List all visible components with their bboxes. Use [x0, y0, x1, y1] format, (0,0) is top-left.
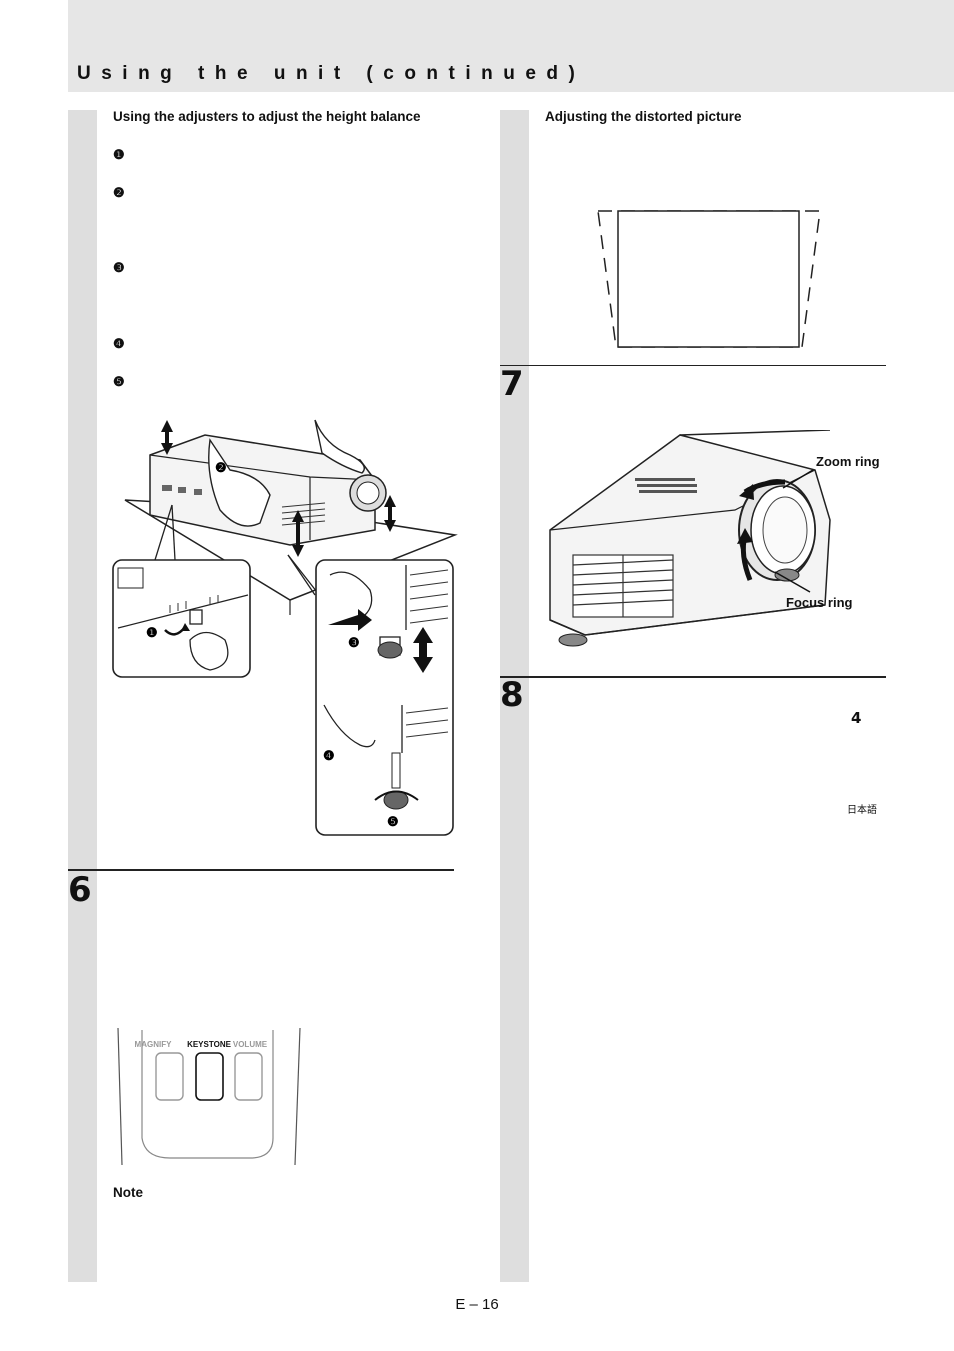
right-column-bar [500, 110, 529, 1282]
callout-3: ❸ [348, 635, 360, 650]
focus-ring-label: Focus ring [786, 595, 853, 610]
step-marker-4: ❹ [113, 336, 125, 351]
note-label: Note [113, 1185, 143, 1200]
keystone-button [195, 1052, 224, 1101]
push-arrow [328, 609, 372, 631]
height-balance-heading: Using the adjusters to adjust the height… [113, 109, 421, 124]
lens-rings-illustration [549, 430, 831, 647]
step-marker-1: ❶ [113, 147, 125, 162]
zoom-ring-label: Zoom ring [816, 454, 880, 469]
callout-2: ❷ [215, 460, 227, 475]
right-hand [314, 419, 365, 474]
height-arrow [413, 627, 433, 673]
volume-label: VOLUME [233, 1040, 268, 1049]
inset-adjuster-foot [315, 559, 454, 836]
step-marker-2: ❷ [113, 185, 125, 200]
magnify-button [155, 1052, 184, 1101]
magnify-label: MAGNIFY [135, 1040, 173, 1049]
step6-number: 6 [68, 870, 92, 910]
step8-rule [500, 676, 886, 678]
step7-number: 7 [500, 364, 524, 404]
step-marker-5: ❺ [113, 374, 125, 389]
height-adjust-illustration: ❷ ❶ ❸ ❹ ❺ [112, 419, 458, 836]
callout-1: ❶ [146, 625, 158, 640]
page-title: Using the unit (continued) [77, 63, 586, 84]
corrected-screen [617, 210, 800, 348]
page-number: E – 16 [455, 1296, 499, 1313]
callout-5: ❺ [387, 814, 399, 829]
callout-4: ❹ [323, 748, 335, 763]
step-marker-3: ❸ [113, 260, 125, 275]
header-band [68, 0, 954, 92]
distorted-picture-heading: Adjusting the distorted picture [545, 109, 742, 124]
left-hand [208, 438, 271, 527]
remote-control-illustration: MAGNIFY KEYSTONE VOLUME [117, 1027, 301, 1166]
keystone-diagram [597, 210, 821, 348]
left-column-bar [68, 110, 97, 1282]
volume-button [234, 1052, 263, 1101]
language-label: 日本語 [847, 805, 877, 816]
keystone-label: KEYSTONE [187, 1040, 232, 1049]
step7-rule [500, 365, 886, 366]
reference-number: 4 [851, 709, 862, 727]
step6-rule [68, 869, 454, 871]
step8-number: 8 [500, 675, 524, 715]
